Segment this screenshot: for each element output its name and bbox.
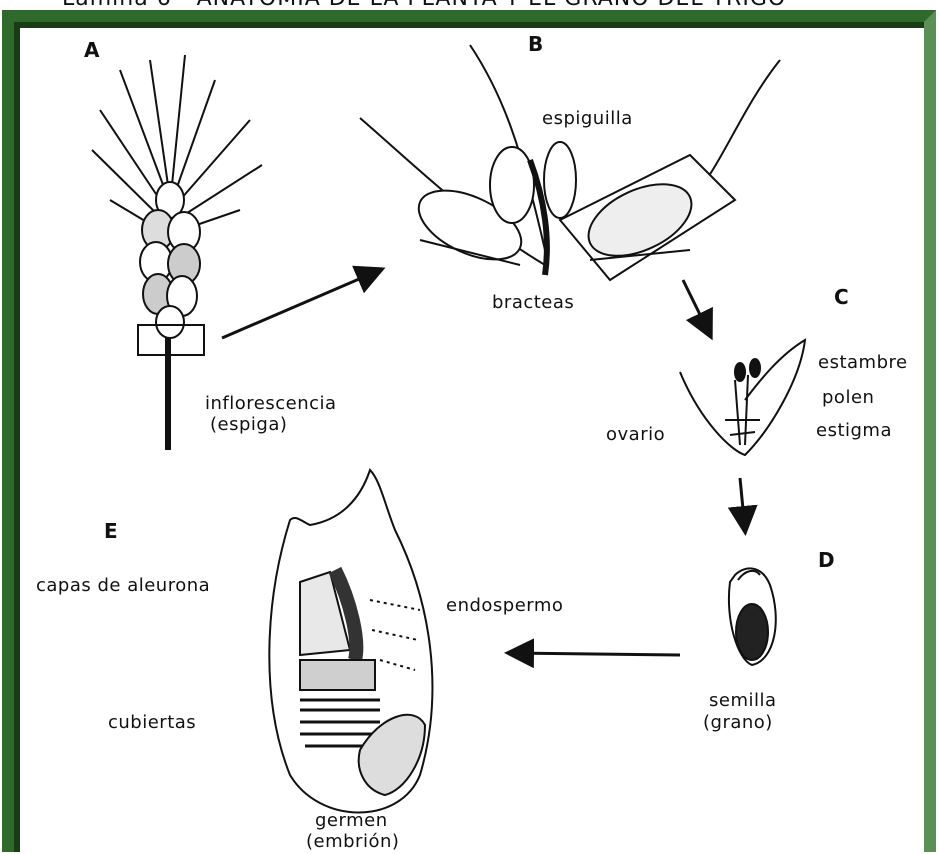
- label-endospermo: endospermo: [446, 595, 563, 616]
- arrow-flower-to-seed: [740, 478, 745, 530]
- spikelet-drawing: [360, 45, 780, 280]
- label-semilla: semilla: [709, 690, 777, 711]
- arrow-spike-to-spikelet: [222, 270, 380, 338]
- label-espiguilla: espiguilla: [542, 108, 633, 129]
- panel-letter-a: A: [84, 38, 99, 62]
- panel-letter-b: B: [528, 32, 543, 56]
- flower-drawing: [680, 340, 805, 455]
- label-capas-aleurona: capas de aleurona: [36, 575, 210, 596]
- label-estigma: estigma: [816, 420, 892, 441]
- panel-letter-c: C: [834, 285, 849, 309]
- label-estambre: estambre: [818, 352, 908, 373]
- wheat-spike-drawing: [92, 55, 262, 450]
- label-ovario: ovario: [606, 424, 665, 445]
- seed-drawing: [729, 568, 776, 665]
- label-espiga: (espiga): [210, 414, 287, 435]
- panel-letter-e: E: [104, 519, 118, 543]
- arrow-seed-to-grain: [510, 653, 680, 655]
- label-polen: polen: [822, 387, 874, 408]
- label-grano: (grano): [703, 712, 773, 733]
- label-cubiertas: cubiertas: [108, 712, 196, 733]
- label-bracteas: bracteas: [492, 292, 574, 313]
- arrow-spikelet-to-flower: [683, 280, 710, 335]
- panel-letter-d: D: [818, 548, 835, 572]
- label-inflorescencia: inflorescencia: [205, 393, 337, 414]
- label-germen: germen: [315, 810, 388, 831]
- grain-section-drawing: [269, 470, 432, 813]
- label-embrion: (embrión): [306, 831, 399, 852]
